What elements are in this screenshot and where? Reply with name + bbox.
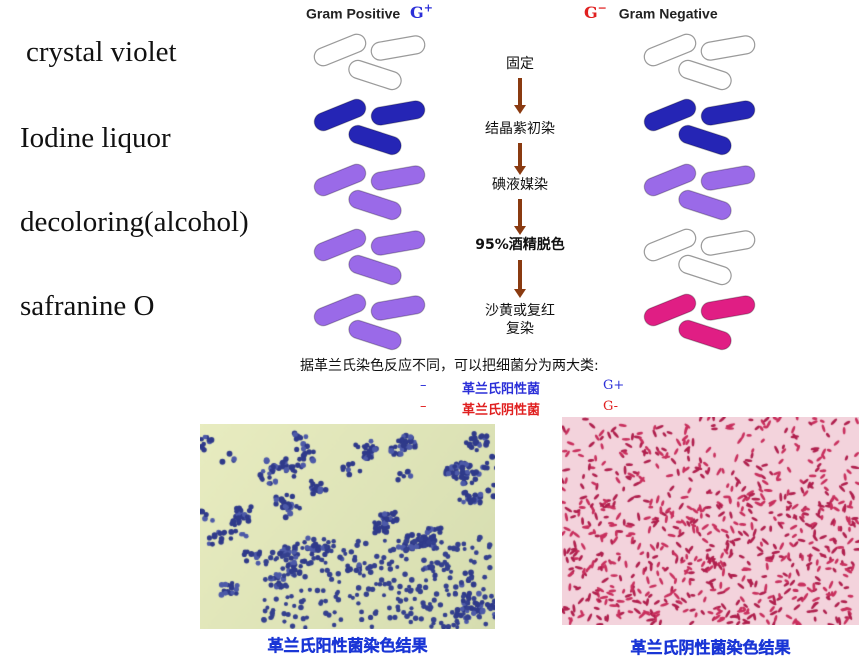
bacterium-cell xyxy=(370,100,426,126)
step-label-decoloring: decoloring(alcohol) xyxy=(20,206,249,238)
bacterium-cell xyxy=(348,189,402,221)
bacterium-cell xyxy=(700,230,756,256)
bacterium-cell xyxy=(313,293,367,327)
caption-positive-result: 革兰氏阳性菌染色结果 xyxy=(267,636,428,655)
bacterium-cell xyxy=(678,254,732,286)
bacterium-cell xyxy=(313,228,367,262)
step-label-crystal-violet: crystal violet xyxy=(26,36,177,68)
bacterium-cell xyxy=(370,165,426,191)
bacterium-cell xyxy=(370,35,426,61)
arrow-down-icon xyxy=(514,143,526,175)
negative-cells-row-3 xyxy=(643,163,756,221)
bacterium-cell xyxy=(643,293,697,327)
positive-cells-row-2 xyxy=(313,98,426,156)
cn-step-fix: 固定 xyxy=(506,56,534,72)
gram-negative-text: Gram Negative xyxy=(618,5,718,22)
arrow-down-icon xyxy=(514,260,526,298)
bacterium-cell xyxy=(348,319,402,351)
bacterium-cell xyxy=(700,165,756,191)
bacterium-cell xyxy=(643,228,697,262)
bacterium-cell xyxy=(700,295,756,321)
caption-negative-result: 革兰氏阴性菌染色结果 xyxy=(630,638,791,657)
bacterium-cell xyxy=(678,59,732,91)
positive-cells-row-3 xyxy=(313,163,426,221)
cn-step-alcohol: 95%酒精脱色 xyxy=(475,237,565,253)
cn-step-crystal-violet: 结晶紫初染 xyxy=(485,121,555,137)
bacterium-cell xyxy=(313,33,367,67)
summary-text: 据革兰氏染色反应不同，可以把细菌分为两大类: xyxy=(300,358,599,374)
positive-cells-row-1 xyxy=(313,33,426,91)
negative-cells-row-4 xyxy=(643,228,756,286)
bacterium-cell xyxy=(678,189,732,221)
header-gram-positive: Gram Positive G+ xyxy=(306,2,433,22)
arrow-down-icon xyxy=(514,78,526,114)
cn-step-iodine: 碘液媒染 xyxy=(492,177,548,193)
bacterium-cell xyxy=(700,35,756,61)
bacterium-cell xyxy=(313,98,367,132)
gram-positive-micrograph xyxy=(200,424,495,629)
negative-cells-row-1 xyxy=(643,33,756,91)
bacterium-cell xyxy=(348,59,402,91)
bacterium-cell xyxy=(643,33,697,67)
negative-cells-row-5 xyxy=(643,293,756,351)
bacterium-cell xyxy=(678,319,732,351)
step-label-iodine: Iodine liquor xyxy=(20,122,171,154)
arrow-down-icon xyxy=(514,199,526,235)
gram-negative-micrograph xyxy=(562,417,859,625)
positive-cells-row-5 xyxy=(313,293,426,351)
bacterium-cell xyxy=(370,295,426,321)
bacterium-cell xyxy=(313,163,367,197)
step-label-safranine: safranine O xyxy=(20,290,155,322)
header-gram-negative: G− Gram Negative xyxy=(584,2,718,22)
positive-cells-row-4 xyxy=(313,228,426,286)
cn-step-counterstain: 沙黄或复红 复染 xyxy=(485,303,555,338)
bacterium-cell xyxy=(370,230,426,256)
bacterium-cell xyxy=(643,163,697,197)
bacterium-cell xyxy=(678,124,732,156)
gram-negative-symbol: G− xyxy=(584,2,607,23)
bacterium-cell xyxy=(700,100,756,126)
bacterium-cell xyxy=(348,254,402,286)
gram-positive-text: Gram Positive xyxy=(306,5,401,22)
bacterium-cell xyxy=(348,124,402,156)
bacterium-cell xyxy=(643,98,697,132)
gram-positive-symbol: G+ xyxy=(410,2,433,23)
negative-cells-row-2 xyxy=(643,98,756,156)
